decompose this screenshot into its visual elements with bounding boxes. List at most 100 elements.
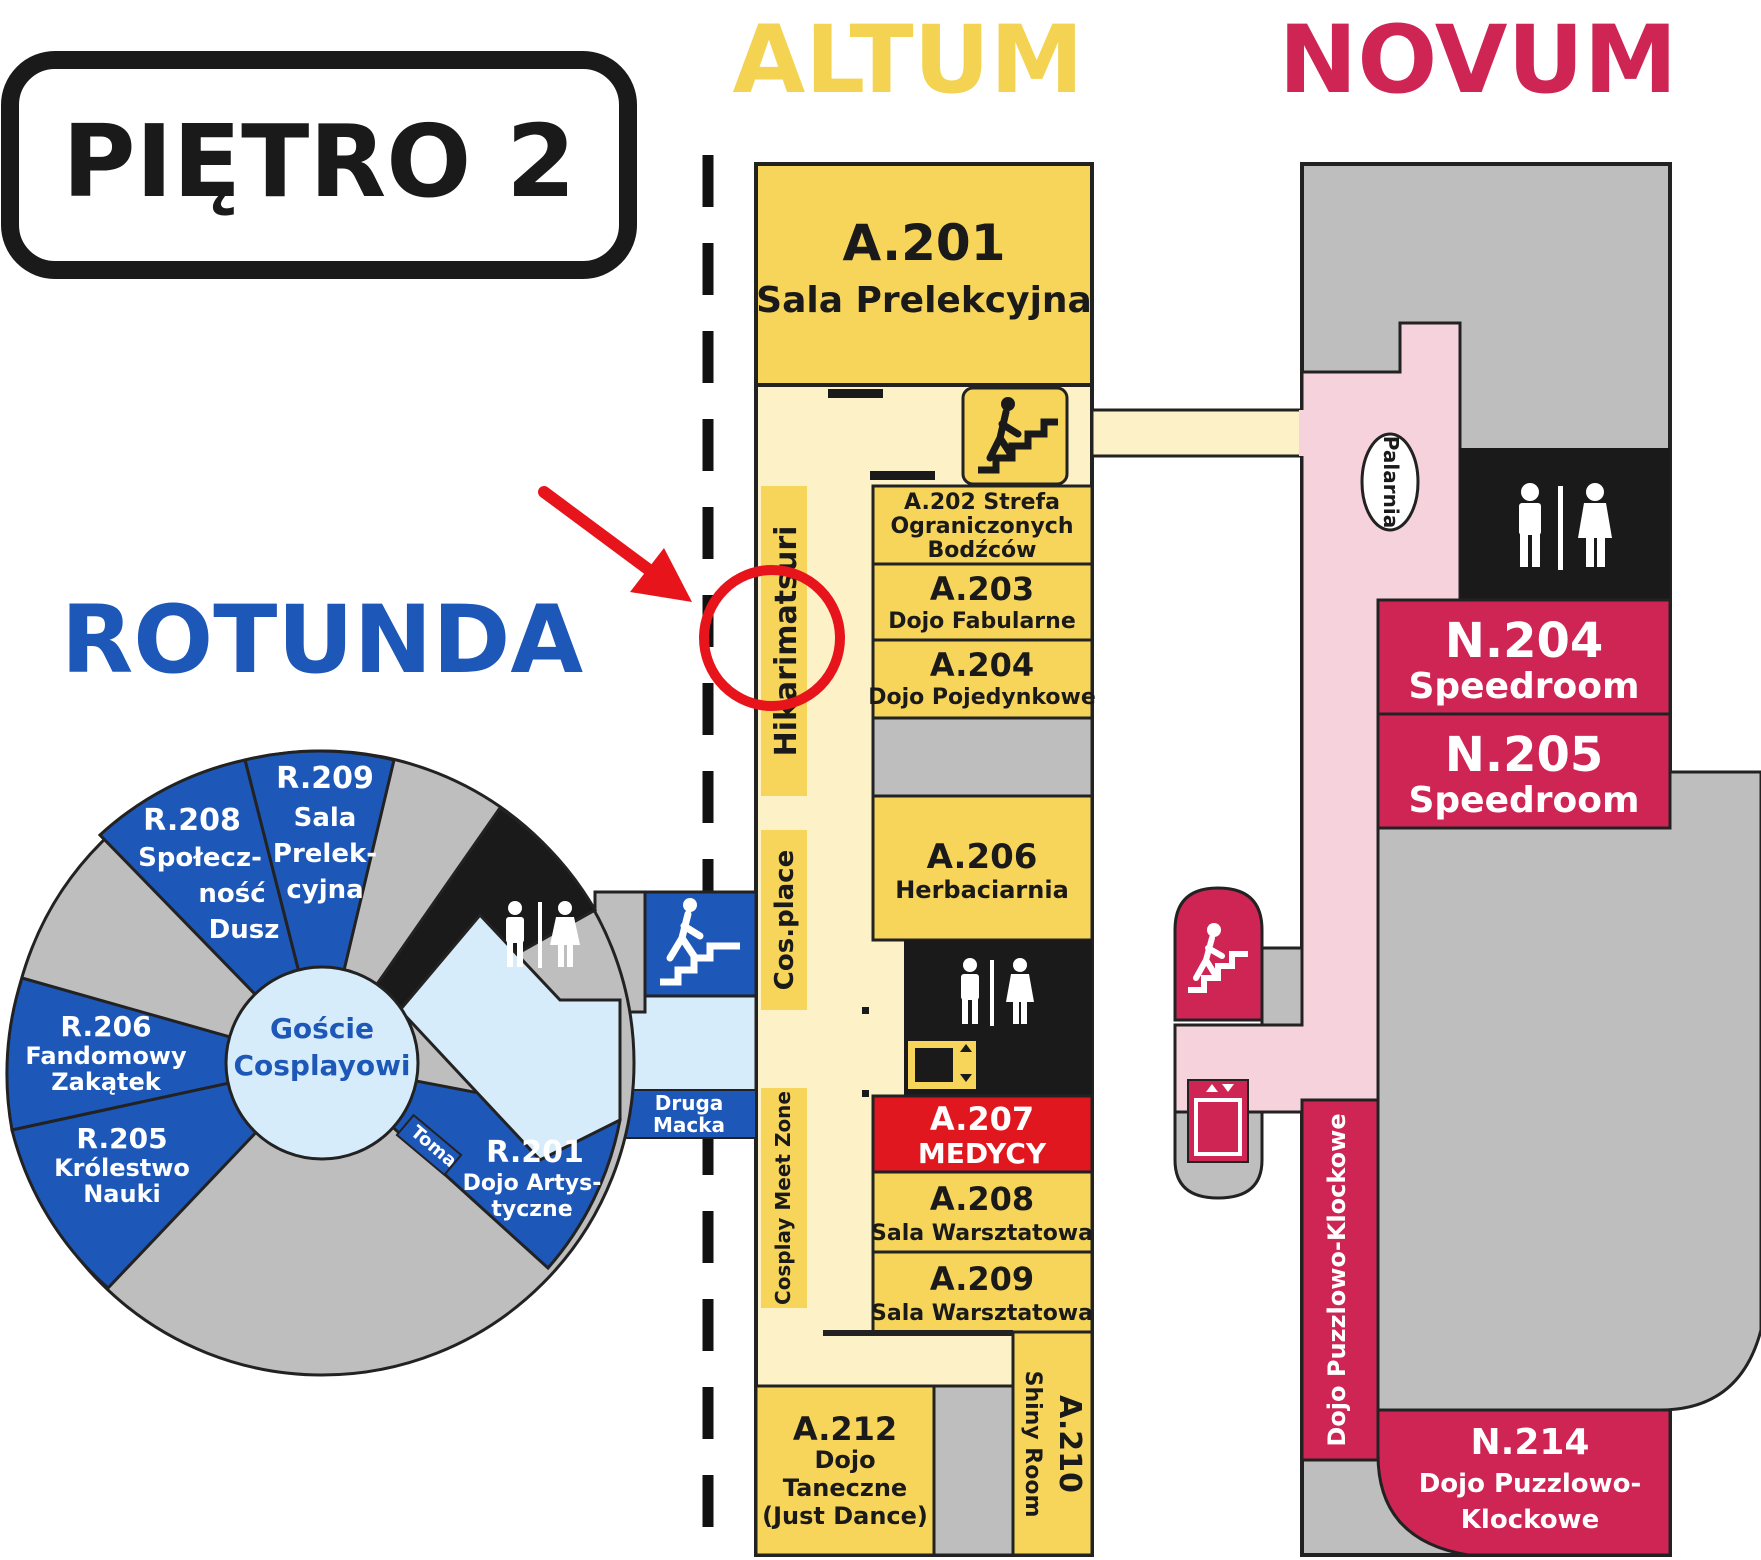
room-r209-line1: Sala — [294, 803, 357, 833]
altum-stairs — [961, 386, 1069, 486]
room-r208-line1: Społecz- — [138, 843, 262, 873]
room-a202-line3: Bodźców — [928, 538, 1037, 563]
rotunda-disc — [5, 749, 636, 1377]
room-a201-name: Sala Prelekcyjna — [756, 280, 1092, 321]
rotunda-building: Druga Macka — [5, 749, 758, 1377]
novum-restroom — [1460, 448, 1670, 600]
room-a206[interactable]: A.206 Herbaciarnia — [871, 794, 1094, 942]
room-a201[interactable]: A.201 Sala Prelekcyjna — [754, 162, 1094, 387]
room-r206-line2: Zakątek — [51, 1068, 162, 1096]
room-a204-code: A.204 — [930, 646, 1034, 684]
room-a209[interactable]: A.209 Sala Warsztatowa — [871, 1250, 1094, 1334]
zone-cosplay-meet-label: Cosplay Meet Zone — [771, 1091, 795, 1305]
restroom-icon — [506, 901, 580, 968]
zone-cosplay-meet[interactable]: Cosplay Meet Zone — [761, 1088, 807, 1308]
room-r205-line1: Królestwo — [54, 1154, 190, 1182]
zone-druga-macka[interactable]: Druga Macka — [621, 1089, 757, 1139]
room-r206[interactable] — [5, 976, 323, 1132]
room-n214-code: N.214 — [1471, 1422, 1590, 1463]
zone-cosplace[interactable]: Cos.place — [761, 830, 807, 1010]
room-a203[interactable]: A.203 Dojo Fabularne — [871, 562, 1094, 642]
room-a212-line3: (Just Dance) — [762, 1502, 928, 1530]
rotunda-center-line2: Cosplayowi — [233, 1049, 410, 1082]
room-a207-name: MEDYCY — [918, 1137, 1047, 1170]
room-a204-name: Dojo Pojedynkowe — [868, 685, 1096, 710]
zone-hikarimatsuri-label: Hikarimatsuri — [769, 526, 804, 757]
stairs-icon — [978, 397, 1058, 474]
pointer-arrow-icon — [538, 486, 692, 602]
room-r205-code: R.205 — [76, 1122, 167, 1155]
room-n205[interactable]: N.205 Speedroom — [1376, 712, 1672, 830]
room-n205-code: N.205 — [1445, 727, 1604, 783]
room-a202-line1: A.202 Strefa — [904, 490, 1060, 515]
room-a210[interactable]: A.210 Shiny Room — [1011, 1330, 1094, 1557]
room-r209-line2: Prelek- — [273, 839, 377, 869]
highlight-circle-icon — [699, 565, 845, 711]
room-r206-code: R.206 — [60, 1010, 151, 1043]
stairs-icon — [1188, 923, 1248, 993]
room-dojo-puzzle-strip[interactable]: Dojo Puzzlowo-Klockowe — [1300, 1098, 1380, 1462]
room-a203-name: Dojo Fabularne — [888, 609, 1076, 634]
room-a208-name: Sala Warsztatowa — [871, 1221, 1093, 1246]
room-a212-code: A.212 — [793, 1410, 897, 1448]
stairs-icon — [660, 898, 740, 986]
building-title-rotunda: ROTUNDA — [61, 586, 583, 695]
altum-novum-link — [1090, 408, 1304, 458]
novum-stairs — [1173, 886, 1264, 1022]
zone-hikarimatsuri[interactable]: Hikarimatsuri — [761, 486, 807, 796]
room-a210-code: A.210 — [1052, 1395, 1087, 1493]
room-n214-line1: Dojo Puzzlowo- — [1419, 1469, 1642, 1499]
rotunda-labels: R.209 Sala Prelek- cyjna R.208 Społecz- … — [25, 761, 601, 1222]
room-a206-code: A.206 — [927, 837, 1038, 877]
room-r201-code: R.201 — [486, 1135, 584, 1170]
room-a212-line2: Taneczne — [783, 1474, 907, 1502]
room-a204[interactable]: A.204 Dojo Pojedynkowe — [868, 638, 1096, 720]
room-a208-code: A.208 — [930, 1180, 1034, 1218]
room-r208-line3: Dusz — [209, 915, 280, 945]
building-title-altum: ALTUM — [732, 6, 1083, 115]
floor-title: PIĘTRO 2 — [62, 103, 575, 220]
room-a206-name: Herbaciarnia — [895, 876, 1069, 904]
room-r201-line2: tyczne — [491, 1197, 572, 1222]
elevator-icon — [906, 1039, 978, 1091]
novum-building: Palarnia N.204 Speedroom — [1173, 162, 1761, 1557]
room-a207-medic[interactable]: A.207 MEDYCY — [871, 1094, 1094, 1174]
room-a202-line2: Ograniczonych — [890, 514, 1073, 539]
room-a209-code: A.209 — [930, 1260, 1034, 1298]
zone-cosplace-label: Cos.place — [770, 850, 800, 990]
restroom-icon — [1519, 483, 1612, 570]
room-a207-code: A.207 — [930, 1100, 1034, 1138]
room-r206-line1: Fandomowy — [25, 1042, 187, 1070]
room-r209-code: R.209 — [276, 761, 374, 796]
room-n204-name: Speedroom — [1408, 666, 1639, 707]
rotunda-center-line1: Goście — [270, 1012, 374, 1045]
rotunda-stairs — [643, 890, 758, 998]
elevator-icon — [1187, 1079, 1249, 1163]
room-r209-line3: cyjna — [286, 875, 363, 905]
room-n214-line2: Klockowe — [1461, 1505, 1599, 1535]
room-a201-code: A.201 — [843, 214, 1006, 272]
room-r201-line1: Dojo Artys- — [463, 1171, 602, 1196]
building-title-novum: NOVUM — [1279, 6, 1678, 115]
restroom-icon — [961, 958, 1034, 1026]
rotunda-center[interactable] — [224, 965, 420, 1161]
room-n214[interactable]: N.214 Dojo Puzzlowo- Klockowe — [1376, 1408, 1672, 1557]
floor-title-box: PIĘTRO 2 — [1, 51, 637, 279]
altum-grey-block-south — [932, 1384, 1015, 1557]
novum-elevator — [1173, 1079, 1264, 1200]
altum-building: A.201 Sala Prelekcyjna A.202 Strefa Ogra… — [754, 162, 1304, 1557]
room-n204[interactable]: N.204 Speedroom — [1376, 598, 1672, 716]
druga-macka-line1: Druga — [655, 1091, 724, 1115]
room-a212[interactable]: A.212 Dojo Taneczne (Just Dance) — [754, 1384, 936, 1557]
room-a212-line1: Dojo — [814, 1446, 875, 1474]
altum-restroom — [904, 940, 1092, 1096]
palarnia[interactable]: Palarnia — [1360, 432, 1420, 532]
room-r209[interactable] — [243, 749, 396, 1064]
room-a208[interactable]: A.208 Sala Warsztatowa — [871, 1170, 1094, 1254]
dojo-puzzle-strip-label: Dojo Puzzlowo-Klockowe — [1323, 1113, 1351, 1446]
room-r208-line2: ność — [198, 879, 265, 909]
altum-grey-block — [871, 716, 1094, 798]
room-a202[interactable]: A.202 Strefa Ograniczonych Bodźców — [871, 484, 1094, 566]
